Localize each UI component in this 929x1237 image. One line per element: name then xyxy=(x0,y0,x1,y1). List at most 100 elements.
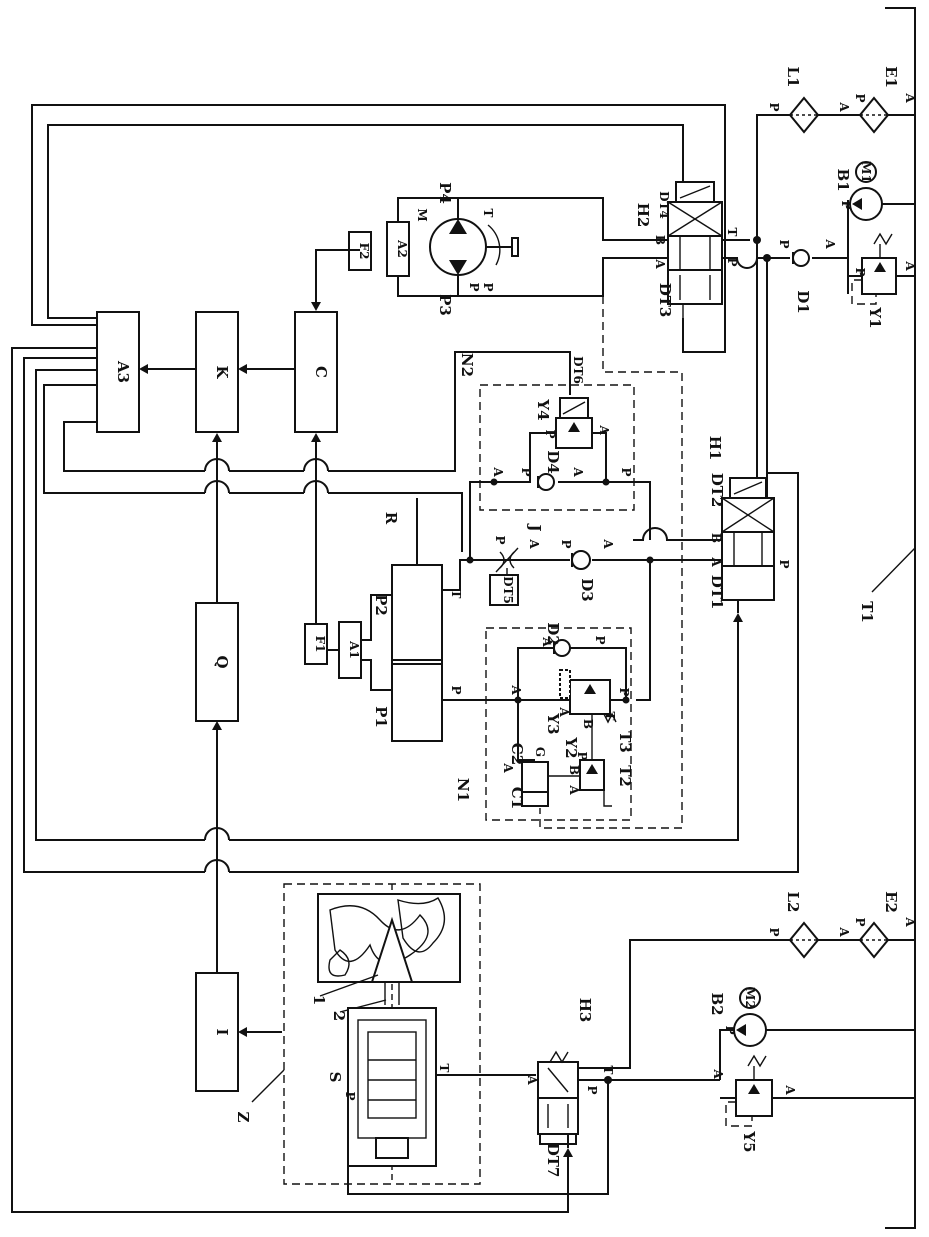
svg-text:C1: C1 xyxy=(508,787,526,809)
svg-text:L2: L2 xyxy=(784,892,802,913)
svg-text:B2: B2 xyxy=(708,992,726,1015)
svg-text:B: B xyxy=(567,765,581,775)
svg-text:E1: E1 xyxy=(882,66,900,88)
block-a2: A2 xyxy=(387,222,409,276)
supply-lines xyxy=(753,115,915,542)
svg-text:A: A xyxy=(653,258,667,269)
svg-text:DT2: DT2 xyxy=(708,473,726,508)
svg-text:M2: M2 xyxy=(743,987,757,1009)
valve-h2: H2 DT4 DT3 B A T P xyxy=(634,182,767,318)
block-a1: A1 xyxy=(339,622,361,678)
svg-text:A: A xyxy=(837,926,851,937)
svg-text:H2: H2 xyxy=(634,203,652,228)
svg-text:P: P xyxy=(593,635,607,644)
svg-text:A: A xyxy=(903,916,917,927)
svg-text:E2: E2 xyxy=(882,891,900,913)
svg-text:P: P xyxy=(767,927,781,936)
pump-b1: M1 B1 P xyxy=(834,161,915,220)
svg-text:Q: Q xyxy=(213,655,231,668)
svg-text:A: A xyxy=(527,538,541,549)
check-valve-d1: D1 P A xyxy=(777,238,837,313)
block-c: C xyxy=(295,312,337,432)
svg-text:P: P xyxy=(617,687,631,696)
svg-text:P: P xyxy=(839,200,853,209)
svg-text:A: A xyxy=(903,92,917,103)
svg-text:2: 2 xyxy=(330,1011,348,1021)
svg-text:A: A xyxy=(709,556,723,567)
svg-text:Y4: Y4 xyxy=(534,398,552,420)
filter-e2: E2 P A xyxy=(853,891,917,957)
svg-text:DT7: DT7 xyxy=(544,1143,562,1178)
svg-text:P: P xyxy=(493,535,507,544)
svg-text:K: K xyxy=(213,365,231,379)
svg-text:N2: N2 xyxy=(458,353,476,377)
svg-text:A: A xyxy=(491,466,505,477)
svg-text:P: P xyxy=(449,685,463,694)
svg-text:F1: F1 xyxy=(313,636,327,653)
svg-text:D4: D4 xyxy=(544,450,562,473)
svg-text:T: T xyxy=(601,1066,615,1075)
svg-text:B1: B1 xyxy=(834,168,852,191)
group-n1: N1 D2 A P A Y3 A B T P T3 C1 C2 G A Y2 B… xyxy=(454,622,634,820)
svg-text:P: P xyxy=(619,467,633,476)
svg-text:A: A xyxy=(567,784,581,795)
svg-text:R: R xyxy=(382,512,400,525)
svg-text:P: P xyxy=(467,282,481,291)
svg-text:P: P xyxy=(559,539,573,548)
tank-label-t1: T1 xyxy=(858,601,876,623)
svg-text:A: A xyxy=(783,1084,797,1095)
svg-text:DT4: DT4 xyxy=(657,191,671,219)
svg-text:A: A xyxy=(711,1068,725,1079)
svg-text:A2: A2 xyxy=(395,239,409,258)
svg-text:DT5: DT5 xyxy=(501,576,515,604)
svg-text:P: P xyxy=(777,239,791,248)
block-k: K xyxy=(196,312,238,432)
svg-text:P2: P2 xyxy=(372,594,390,616)
svg-text:I: I xyxy=(213,1028,231,1035)
svg-text:J: J xyxy=(526,522,544,531)
svg-text:H3: H3 xyxy=(576,998,594,1023)
svg-text:T2: T2 xyxy=(616,765,634,787)
svg-text:C: C xyxy=(312,366,330,378)
svg-text:D1: D1 xyxy=(794,290,812,313)
block-i: I xyxy=(196,973,238,1091)
relief-valve-y5: Y5 A A xyxy=(711,1056,915,1153)
svg-text:P: P xyxy=(777,559,791,568)
block-q: Q xyxy=(196,603,238,721)
svg-text:G: G xyxy=(533,747,547,757)
svg-text:B: B xyxy=(709,533,723,543)
svg-text:A3: A3 xyxy=(114,360,132,383)
svg-text:Z: Z xyxy=(234,1112,252,1123)
svg-text:P3: P3 xyxy=(436,294,454,316)
svg-text:P: P xyxy=(343,1091,357,1100)
filter-e1: E1 P A xyxy=(853,66,917,132)
svg-text:Y1: Y1 xyxy=(866,306,884,328)
svg-text:A: A xyxy=(525,1074,539,1085)
tank-outline xyxy=(872,8,915,1228)
svg-text:DT6: DT6 xyxy=(571,356,585,384)
svg-text:A: A xyxy=(540,636,554,647)
svg-text:B: B xyxy=(653,235,667,245)
svg-text:A: A xyxy=(571,466,585,477)
svg-text:T: T xyxy=(437,1064,451,1073)
svg-text:DT3: DT3 xyxy=(656,283,674,318)
svg-text:A: A xyxy=(509,684,523,695)
svg-text:P: P xyxy=(853,917,867,926)
svg-text:DT1: DT1 xyxy=(708,575,726,610)
svg-text:1: 1 xyxy=(310,995,328,1005)
svg-text:Y5: Y5 xyxy=(740,1130,758,1152)
svg-text:T: T xyxy=(725,228,739,237)
svg-text:T3: T3 xyxy=(616,731,634,753)
svg-text:P: P xyxy=(585,1085,599,1094)
svg-text:A: A xyxy=(601,538,615,549)
svg-text:A: A xyxy=(837,101,851,112)
svg-text:P: P xyxy=(519,467,533,476)
svg-text:T: T xyxy=(481,209,495,218)
svg-text:A: A xyxy=(903,260,917,271)
svg-text:A1: A1 xyxy=(347,640,361,659)
svg-text:S: S xyxy=(326,1072,344,1083)
filter-l2: L2 P A xyxy=(767,892,860,957)
svg-text:C2: C2 xyxy=(508,743,526,765)
